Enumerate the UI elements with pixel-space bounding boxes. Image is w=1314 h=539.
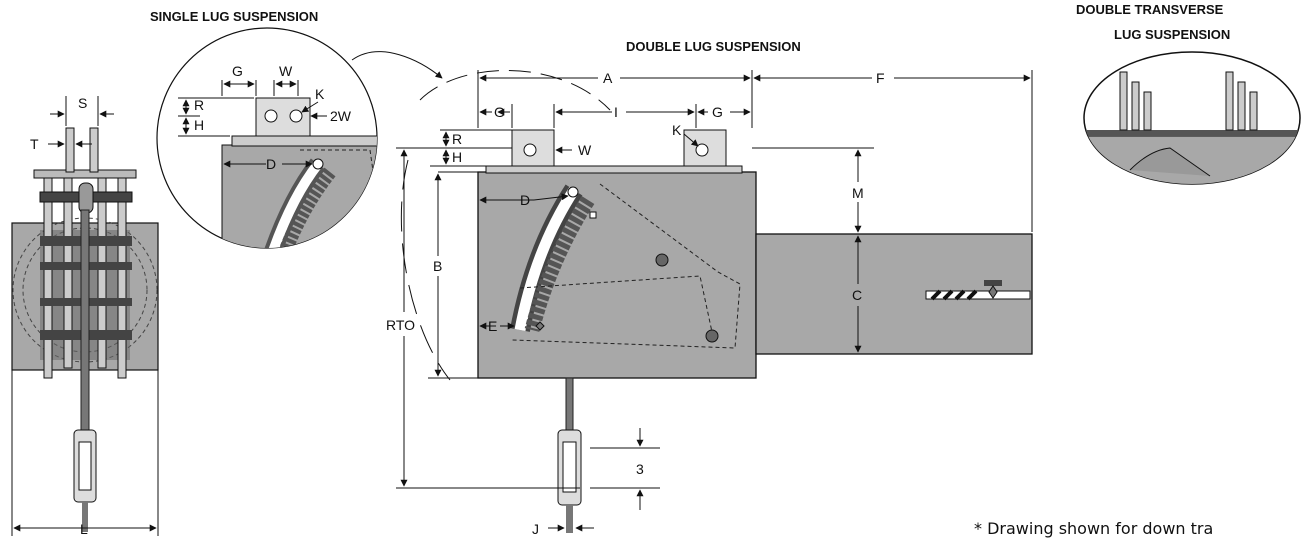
label-K-single: K <box>315 86 325 102</box>
double-transverse-title-line1: DOUBLE TRANSVERSE <box>1076 2 1224 17</box>
label-H-double: H <box>452 149 462 165</box>
label-K-double: K <box>672 122 682 138</box>
label-G-left: G <box>494 104 505 120</box>
label-B: B <box>433 258 442 274</box>
double-lug-title: DOUBLE LUG SUSPENSION <box>626 39 801 54</box>
double-transverse-title-line2: LUG SUSPENSION <box>1114 27 1230 42</box>
label-T: T <box>30 136 39 152</box>
label-E: E <box>488 318 497 334</box>
label-I: I <box>614 104 618 120</box>
double-lug-front-view <box>396 70 1033 533</box>
side-view-lug <box>65 127 75 173</box>
label-W-single: W <box>279 63 293 79</box>
single-lug-detail <box>156 27 443 249</box>
label-C: C <box>852 287 862 303</box>
label-S: S <box>78 95 87 111</box>
label-D-single: D <box>266 156 276 172</box>
label-D-double: D <box>520 192 530 208</box>
side-view-top-plate <box>33 169 137 179</box>
label-J: J <box>532 521 539 537</box>
double-transverse-detail <box>1083 51 1301 185</box>
load-scale <box>524 195 595 332</box>
label-RTO: RTO <box>386 317 415 333</box>
threaded-rod <box>565 377 574 431</box>
label-A: A <box>603 70 613 86</box>
label-G-right: G <box>712 104 723 120</box>
label-L: L <box>80 521 88 537</box>
label-3: 3 <box>636 461 644 477</box>
label-G-single: G <box>232 63 243 79</box>
side-view-threaded-rod <box>80 209 90 431</box>
side-view <box>11 96 159 536</box>
label-F: F <box>876 70 885 86</box>
label-H-single: H <box>194 117 204 133</box>
label-2W: 2W <box>330 108 352 124</box>
label-W-double: W <box>578 142 592 158</box>
label-R-double: R <box>452 131 462 147</box>
travel-indicator <box>925 290 1031 300</box>
label-R-single: R <box>194 97 204 113</box>
single-lug-title: SINGLE LUG SUSPENSION <box>150 9 318 24</box>
detail-callout-arrow <box>351 51 443 79</box>
label-M: M <box>852 185 864 201</box>
footnote: * Drawing shown for down tra <box>974 519 1213 538</box>
side-view-rod <box>43 177 53 379</box>
